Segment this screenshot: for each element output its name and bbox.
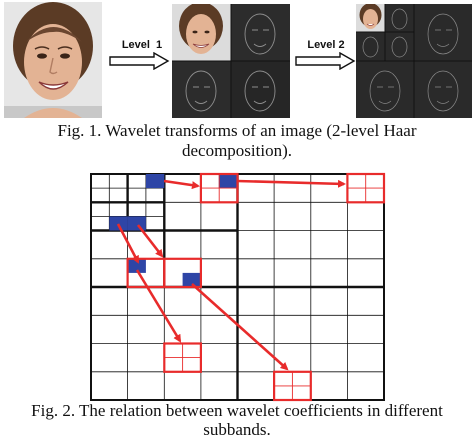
figure-1-caption-line-2: decomposition). bbox=[181, 141, 292, 160]
relation-arrow bbox=[116, 223, 140, 264]
level-1-arrow bbox=[109, 52, 170, 70]
figure-1-caption-line-1: Fig. 1. Wavelet transforms of an image (… bbox=[57, 121, 417, 140]
figure-1-caption: Fig. 1. Wavelet transforms of an image (… bbox=[0, 121, 474, 161]
wavelet-subband-grid bbox=[90, 172, 386, 402]
relation-arrow bbox=[236, 179, 346, 188]
coefficient-cells bbox=[109, 174, 238, 287]
relation-arrow bbox=[136, 224, 164, 258]
coefficient-cell bbox=[109, 216, 128, 231]
relation-arrows bbox=[116, 179, 346, 371]
figure-2-caption: Fig. 2. The relation between wavelet coe… bbox=[0, 401, 474, 439]
figure-2-caption-line-1: Fig. 2. The relation between wavelet coe… bbox=[31, 401, 443, 420]
relation-arrow bbox=[163, 179, 200, 190]
figure-1: Level 1 bbox=[0, 0, 474, 170]
relation-arrow bbox=[191, 283, 289, 371]
figure-2-caption-line-2: subbands. bbox=[203, 420, 271, 439]
level-1-arrow-label: Level 1 bbox=[121, 39, 163, 51]
level-1-decomposition-image bbox=[172, 4, 290, 118]
original-face-image bbox=[4, 2, 102, 118]
child-box bbox=[163, 257, 203, 289]
coefficient-cell bbox=[182, 272, 201, 287]
relation-arrow bbox=[135, 269, 182, 343]
coefficient-cell bbox=[145, 174, 165, 189]
level-2-arrow bbox=[295, 52, 356, 70]
level-2-arrow-label: Level 2 bbox=[307, 39, 345, 51]
coefficient-cell bbox=[127, 216, 146, 231]
coefficient-cell bbox=[218, 174, 238, 189]
level-2-decomposition-image bbox=[356, 4, 472, 118]
